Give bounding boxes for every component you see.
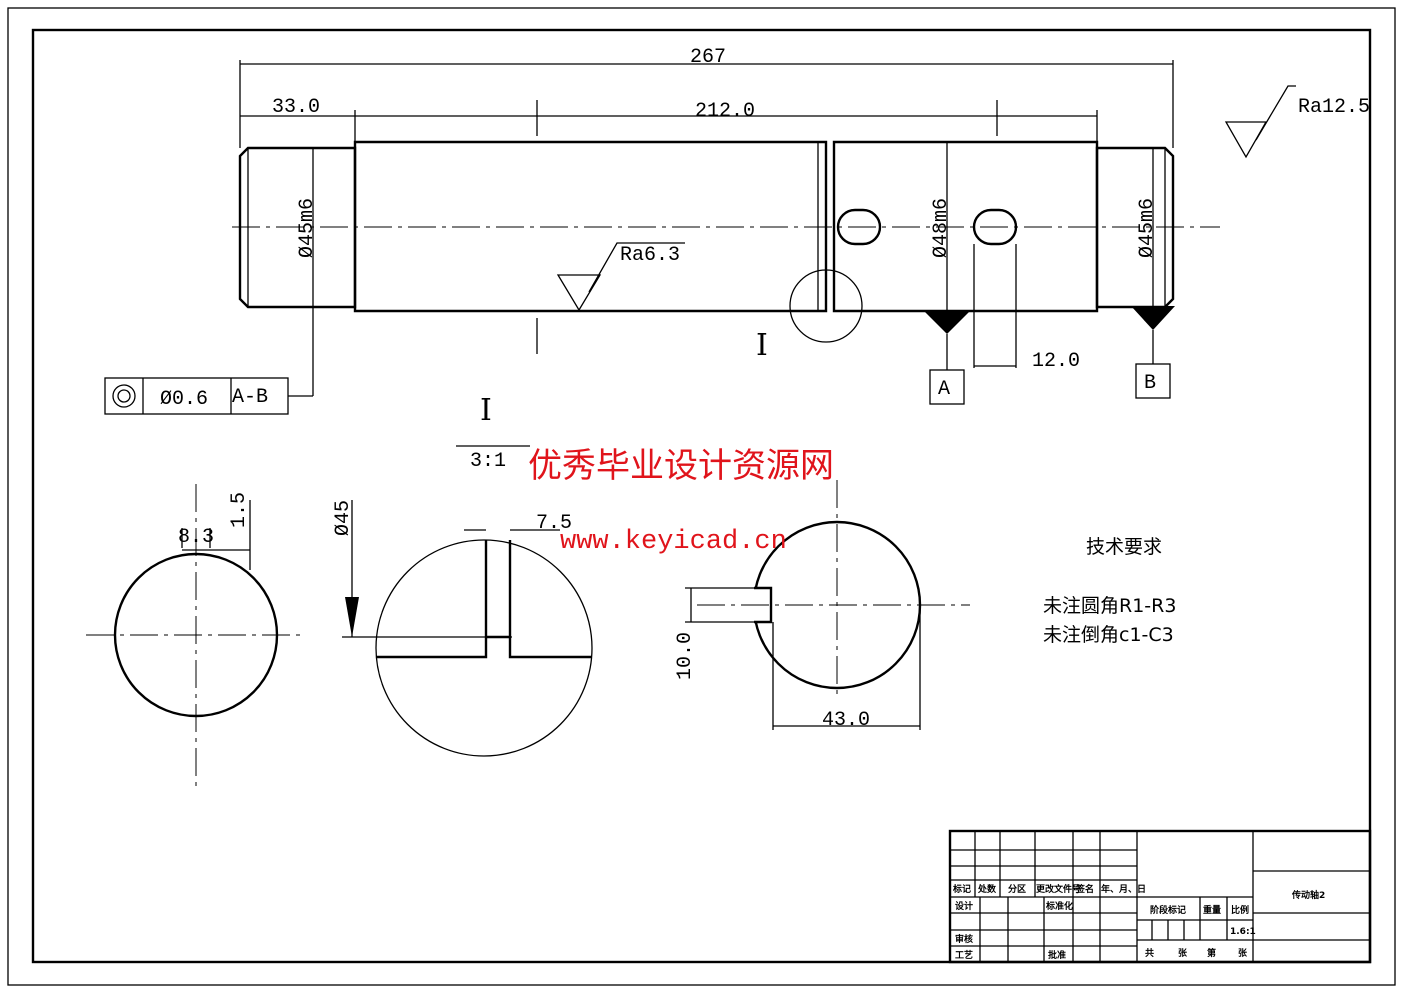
dim-spline-width: 8.3 <box>178 526 214 549</box>
concentricity-icon <box>112 384 136 408</box>
svg-text:分区: 分区 <box>1008 883 1026 895</box>
dim-spline-depth: 1.5 <box>228 492 251 528</box>
spline-section <box>86 484 306 790</box>
tolerance-frame: Ø0.6 A-B <box>104 377 289 415</box>
svg-text:标准化: 标准化 <box>1045 900 1073 912</box>
keyway-right <box>972 208 1018 246</box>
roughness-surface: Ra6.3 <box>620 244 680 267</box>
tech-req-item: 未注倒角c1-C3 <box>1043 624 1174 646</box>
groove-section <box>342 500 593 757</box>
keyway-left <box>836 208 882 246</box>
key-section <box>685 480 970 730</box>
svg-text:Ø0.6: Ø0.6 <box>160 388 208 411</box>
dim-dia-right: Ø45m6 <box>1136 198 1159 258</box>
detail-scale: 3:1 <box>470 450 506 473</box>
watermark-title: 优秀毕业设计资源网 <box>528 446 834 486</box>
dim-key-width: 43.0 <box>822 709 870 732</box>
dim-key-depth: 10.0 <box>674 632 697 680</box>
drawing-name: 传动轴2 <box>1291 889 1325 901</box>
svg-text:张: 张 <box>1178 947 1188 959</box>
dim-overall: 267 <box>690 46 726 69</box>
dim-middle: 212.0 <box>695 100 755 123</box>
svg-text:设计: 设计 <box>955 900 973 912</box>
tech-req-item: 未注圆角R1-R3 <box>1043 595 1176 617</box>
svg-text:第: 第 <box>1207 947 1216 959</box>
dim-section-dia: Ø45 <box>332 500 355 536</box>
svg-text:工艺: 工艺 <box>955 949 973 961</box>
svg-text:标记: 标记 <box>952 883 971 895</box>
svg-text:A-B: A-B <box>232 386 268 409</box>
svg-text:阶段标记: 阶段标记 <box>1150 904 1186 916</box>
roughness-symbol-icon <box>1224 85 1296 159</box>
outer-border <box>7 7 1396 986</box>
detail-label: I <box>480 393 492 428</box>
dim-left-step: 33.0 <box>272 96 320 119</box>
svg-text:审核: 审核 <box>955 933 973 945</box>
drawing-frame <box>31 28 1372 964</box>
svg-text:1.6:1: 1.6:1 <box>1230 927 1256 937</box>
svg-text:处数: 处数 <box>977 883 997 895</box>
datum-b: B <box>1131 306 1175 399</box>
dim-groove-width: 7.5 <box>536 512 572 535</box>
svg-text:比例: 比例 <box>1231 904 1249 916</box>
svg-text:共: 共 <box>1145 947 1154 959</box>
roughness-symbol-icon <box>556 242 685 312</box>
tech-req-title: 技术要求 <box>1086 536 1162 558</box>
svg-text:张: 张 <box>1238 947 1248 959</box>
svg-text:重量: 重量 <box>1203 904 1221 916</box>
dim-dia-middle: Ø48m6 <box>930 198 953 258</box>
svg-text:A: A <box>938 378 950 401</box>
title-block: 标记 处数 分区 更改文件号 签名 年、月、日 设计 标准化 审核 工艺 批准 … <box>948 829 1372 964</box>
roughness-general: Ra12.5 <box>1298 96 1370 119</box>
shaft-main-view <box>232 100 1220 354</box>
svg-text:签名: 签名 <box>1075 883 1094 895</box>
svg-text:更改文件号: 更改文件号 <box>1036 883 1081 895</box>
svg-text:年、月、日: 年、月、日 <box>1101 883 1146 895</box>
dimension-lines <box>239 60 1174 397</box>
detail-circle <box>789 269 863 343</box>
svg-text:B: B <box>1144 372 1156 395</box>
watermark-url: www.keyicad.cn <box>560 527 787 557</box>
svg-text:批准: 批准 <box>1048 949 1066 961</box>
dim-keyway-offset: 12.0 <box>1032 350 1080 373</box>
dim-dia-left: Ø45m6 <box>296 198 319 258</box>
detail-marker: I <box>756 328 768 363</box>
datum-a: A <box>925 312 969 405</box>
